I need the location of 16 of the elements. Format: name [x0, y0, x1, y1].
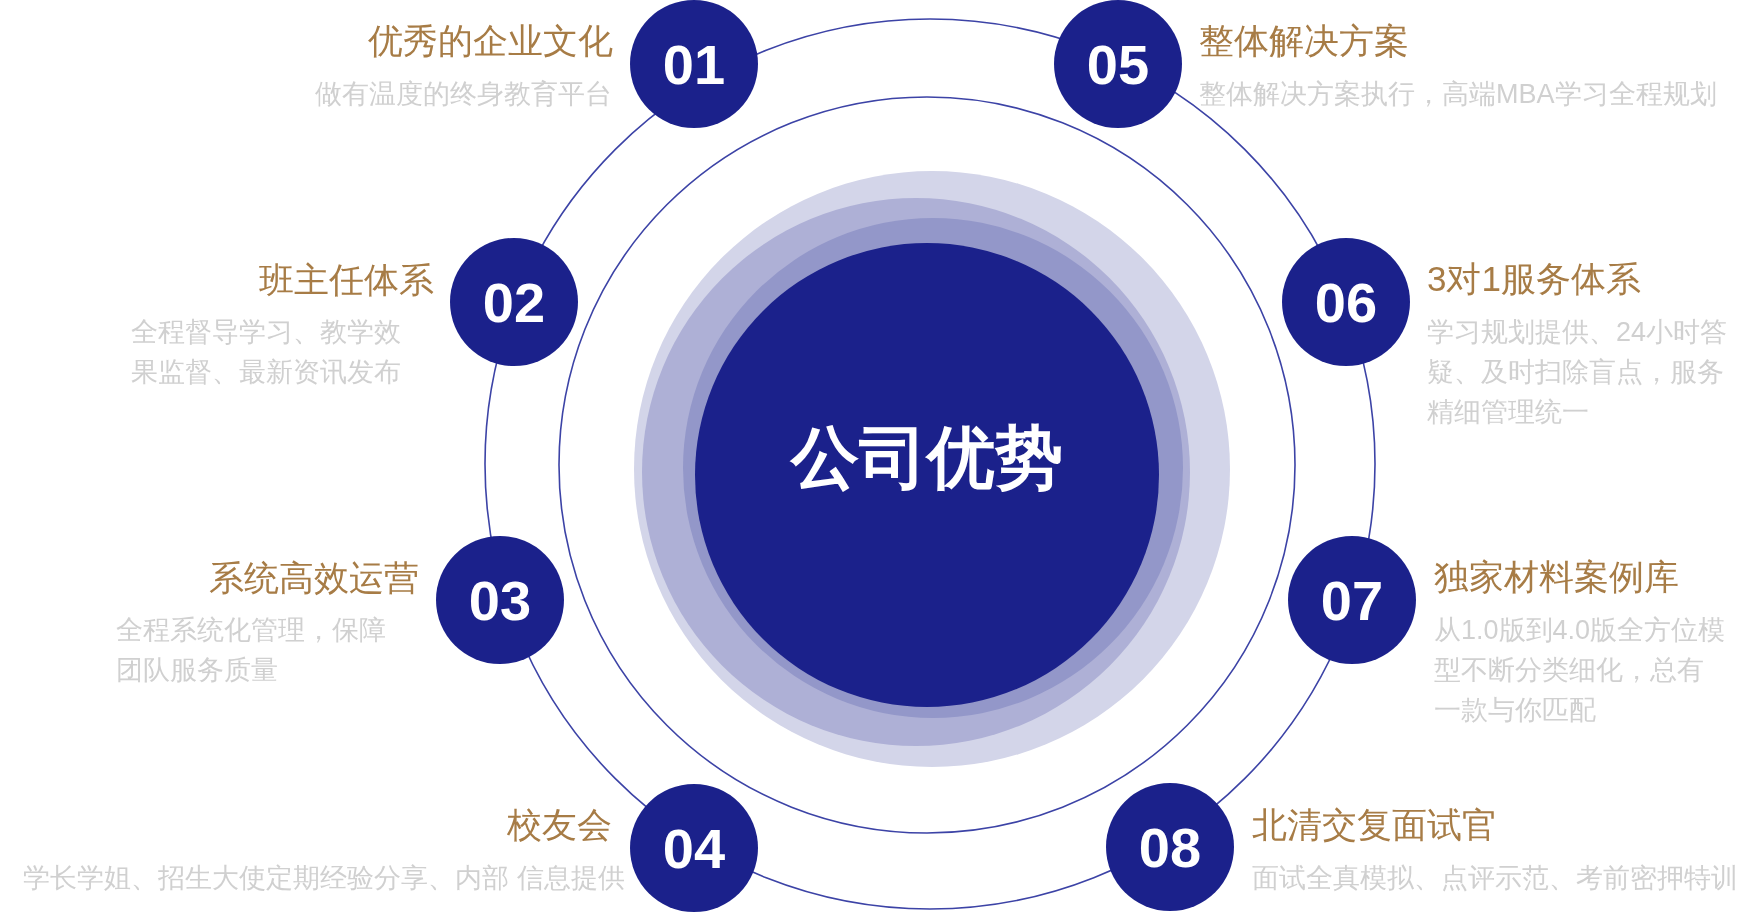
number-circle: 03 [436, 536, 564, 664]
feature-heading: 系统高效运营 [209, 557, 419, 599]
feature-heading: 3对1服务体系 [1427, 258, 1641, 300]
number-circle: 05 [1054, 0, 1182, 128]
number-circle: 02 [450, 238, 578, 366]
number-circle: 04 [630, 784, 758, 912]
number-circle: 01 [630, 0, 758, 128]
number-circle: 07 [1288, 536, 1416, 664]
feature-heading: 整体解决方案 [1199, 20, 1409, 62]
feature-heading: 班主任体系 [259, 259, 434, 301]
number-circle: 06 [1282, 238, 1410, 366]
feature-heading: 独家材料案例库 [1434, 556, 1679, 598]
feature-heading: 校友会 [507, 804, 612, 846]
feature-heading: 优秀的企业文化 [368, 20, 613, 62]
feature-heading: 北清交复面试官 [1252, 804, 1497, 846]
number-circle: 08 [1106, 783, 1234, 911]
